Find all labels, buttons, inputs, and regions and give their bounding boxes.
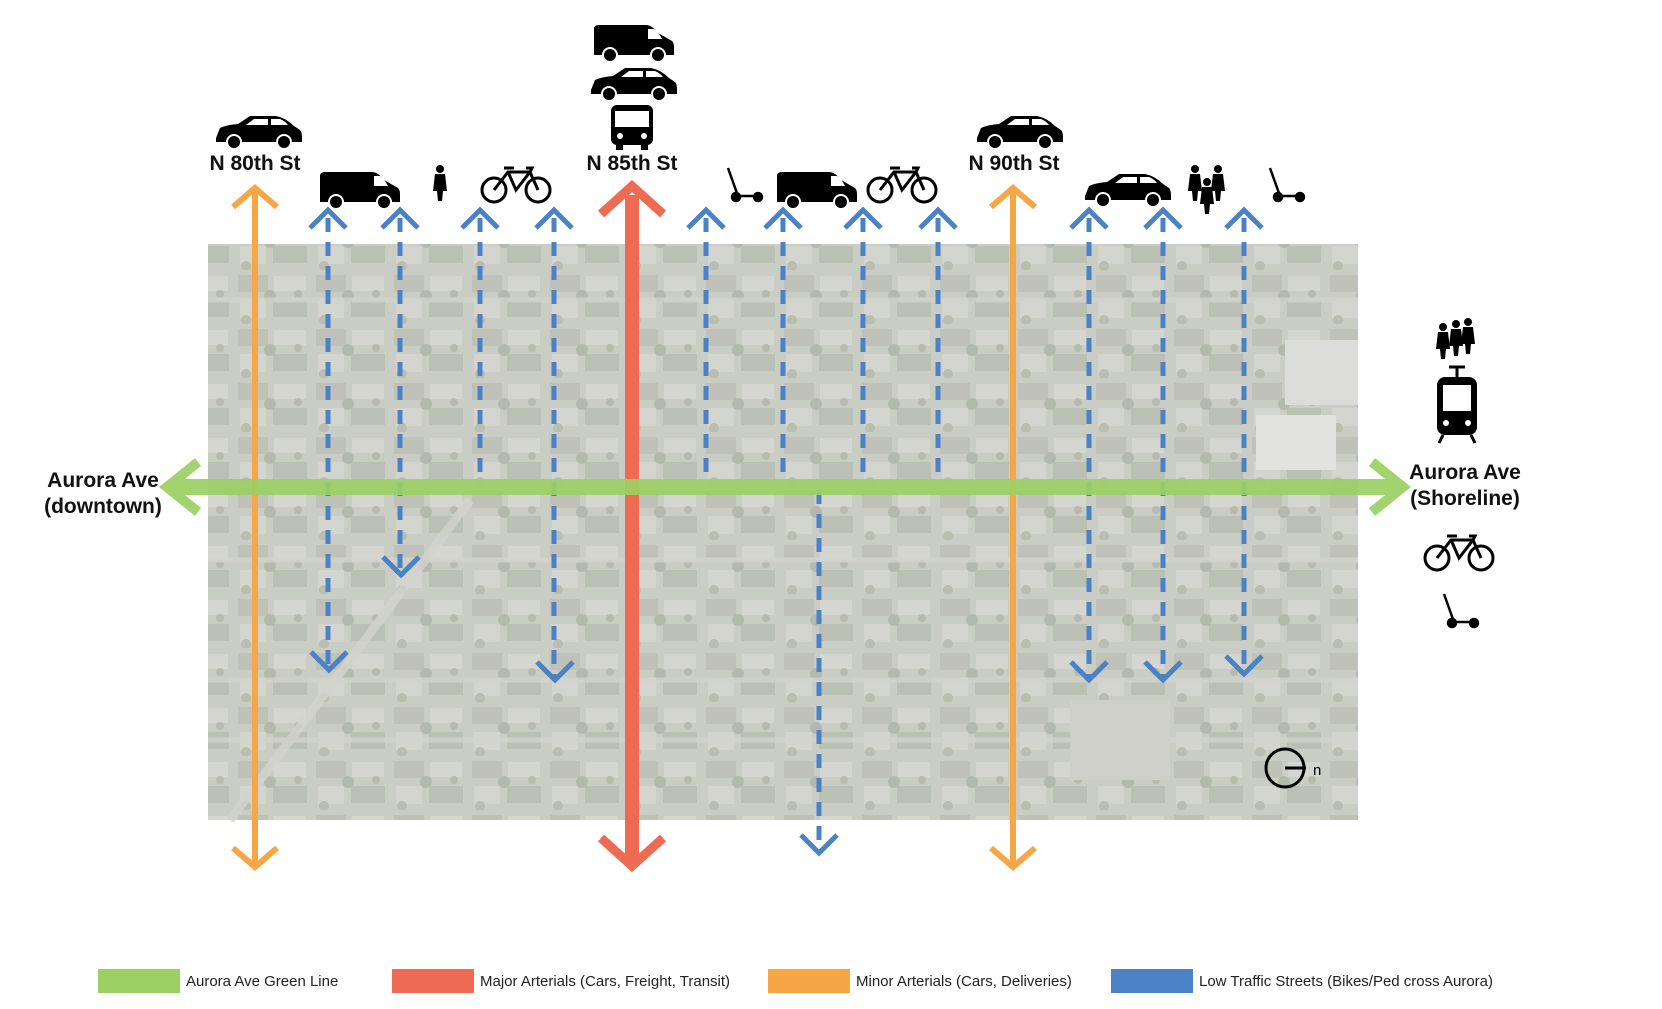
scooter-icon	[1268, 166, 1306, 203]
car-icon	[1084, 173, 1172, 208]
street-label-n85: N 85th St	[586, 152, 678, 175]
car-icon	[976, 115, 1064, 150]
legend-swatch-green	[98, 969, 180, 993]
legend-swatch-blue	[1111, 969, 1193, 993]
legend-item-major-arterials: Major Arterials (Cars, Freight, Transit)	[392, 969, 730, 993]
aurora-shoreline-line1: Aurora Ave	[1409, 461, 1521, 484]
low-traffic-arrowheads	[308, 206, 1264, 857]
car-icon	[590, 67, 678, 102]
school-building	[1070, 700, 1170, 780]
legend-label: Aurora Ave Green Line	[186, 972, 339, 990]
minor-arterial-n80	[231, 184, 279, 871]
street-label-n90: N 90th St	[968, 152, 1060, 175]
tram-icon	[1435, 365, 1479, 445]
aurora-green-line	[159, 458, 1411, 516]
building-block	[1256, 415, 1336, 470]
scooter-icon	[1442, 592, 1480, 629]
legend-label: Low Traffic Streets (Bikes/Ped cross Aur…	[1199, 972, 1494, 990]
aurora-downtown-line2: (downtown)	[44, 495, 162, 518]
legend-item-low-traffic: Low Traffic Streets (Bikes/Ped cross Aur…	[1111, 969, 1493, 993]
legend-item-minor-arterials: Minor Arterials (Cars, Deliveries)	[768, 969, 1072, 993]
car-icon	[215, 115, 303, 150]
legend-label: Major Arterials (Cars, Freight, Transit)	[480, 972, 731, 990]
minor-arterial-n90	[989, 184, 1037, 871]
van-icon	[319, 171, 401, 210]
pedestrian-icon	[433, 165, 447, 201]
family-icon	[1188, 165, 1225, 214]
aerial-map-base	[208, 244, 1358, 823]
aurora-shoreline-line2: (Shoreline)	[1410, 487, 1520, 510]
van-icon	[593, 24, 675, 63]
legend-label: Minor Arterials (Cars, Deliveries)	[856, 972, 1072, 990]
scooter-icon	[726, 166, 764, 203]
building-block	[1285, 340, 1358, 405]
bus-icon	[611, 105, 653, 150]
bicycle-icon	[866, 166, 938, 204]
aurora-downtown-line1: Aurora Ave	[47, 469, 159, 492]
legend-item-green-line: Aurora Ave Green Line	[98, 969, 338, 993]
aurora-downtown-label: Aurora Ave (downtown)	[44, 468, 162, 520]
low-traffic-street	[325, 218, 1247, 852]
aurora-shoreline-label: Aurora Ave (Shoreline)	[1405, 460, 1525, 512]
north-compass: n	[1264, 747, 1321, 789]
legend-swatch-orange	[768, 969, 850, 993]
compass-label: n	[1313, 762, 1321, 779]
bicycle-icon	[480, 166, 552, 204]
legend-swatch-red	[392, 969, 474, 993]
van-icon	[776, 171, 858, 210]
street-label-n80: N 80th St	[209, 152, 301, 175]
major-arterial-n85	[597, 179, 667, 873]
group-icon	[1436, 318, 1475, 359]
bicycle-icon	[1423, 534, 1495, 572]
low-traffic-streets	[308, 206, 1264, 857]
